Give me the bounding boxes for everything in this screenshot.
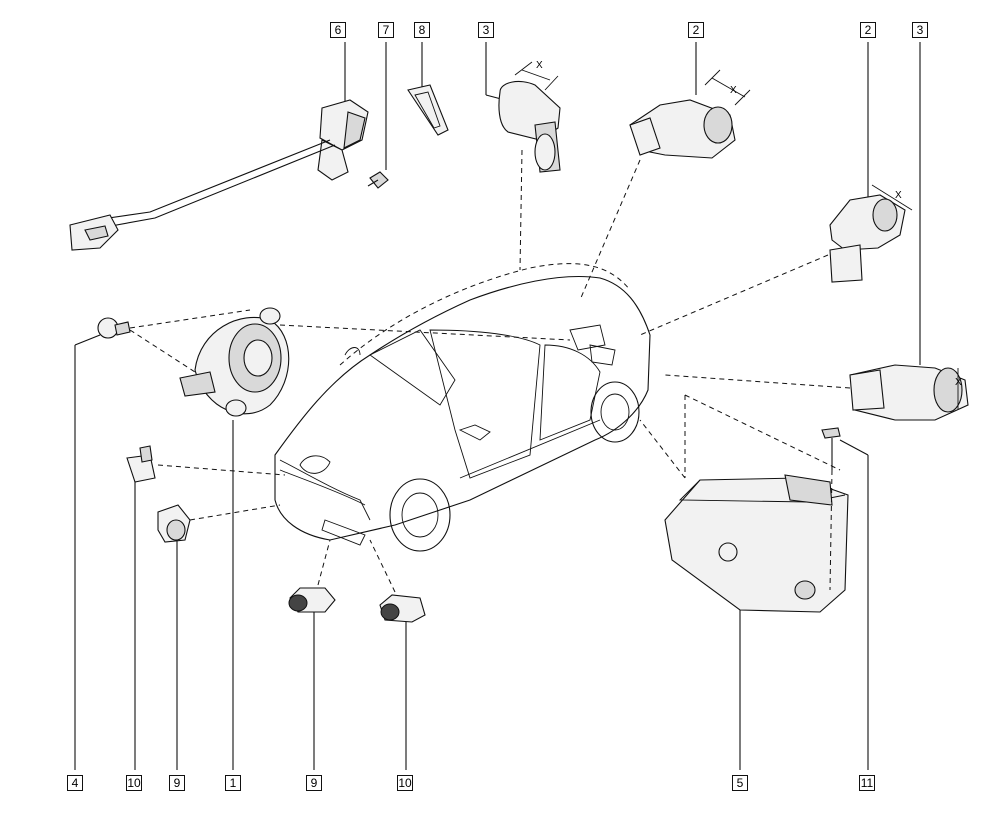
part-10b-sensor: [369, 539, 426, 770]
part-5-control-unit: [639, 394, 849, 770]
part-1-buzzer: [179, 307, 571, 770]
dimension-x-3a: X: [536, 60, 543, 71]
callout-8: 8: [414, 22, 430, 38]
callout-2-right: 2: [860, 22, 876, 38]
part-2b-parking-sensor: [639, 42, 913, 336]
part-2a-parking-sensor: [579, 42, 751, 301]
part-6-sensor-with-cable: [69, 42, 369, 251]
callout-10-bottom: 10: [397, 775, 413, 791]
part-9b-sensor: [288, 539, 336, 770]
callout-9-left: 9: [169, 775, 185, 791]
callout-7: 7: [378, 22, 394, 38]
callout-11: 11: [859, 775, 875, 791]
part-7-screw: [367, 42, 389, 189]
part-10a-sensor: [126, 445, 286, 770]
callout-4: 4: [67, 775, 83, 791]
dimension-x-3b: X: [955, 377, 962, 388]
callout-6: 6: [330, 22, 346, 38]
callout-1: 1: [225, 775, 241, 791]
part-8-gasket: [407, 42, 449, 136]
part-11-screw: [821, 427, 869, 770]
part-3a-parking-sensor: [485, 42, 561, 271]
part-4-clip: [74, 309, 251, 770]
callout-5: 5: [732, 775, 748, 791]
callout-10-left: 10: [126, 775, 142, 791]
callout-3-right: 3: [912, 22, 928, 38]
callout-3-top: 3: [478, 22, 494, 38]
car-body: [274, 263, 651, 552]
callout-2-top: 2: [688, 22, 704, 38]
part-3b-parking-sensor: [664, 42, 969, 421]
part-9a-sensor: [157, 504, 281, 770]
dimension-x-2a: X: [730, 85, 737, 96]
callout-9-bottom: 9: [306, 775, 322, 791]
dimension-x-2b: X: [895, 190, 902, 201]
